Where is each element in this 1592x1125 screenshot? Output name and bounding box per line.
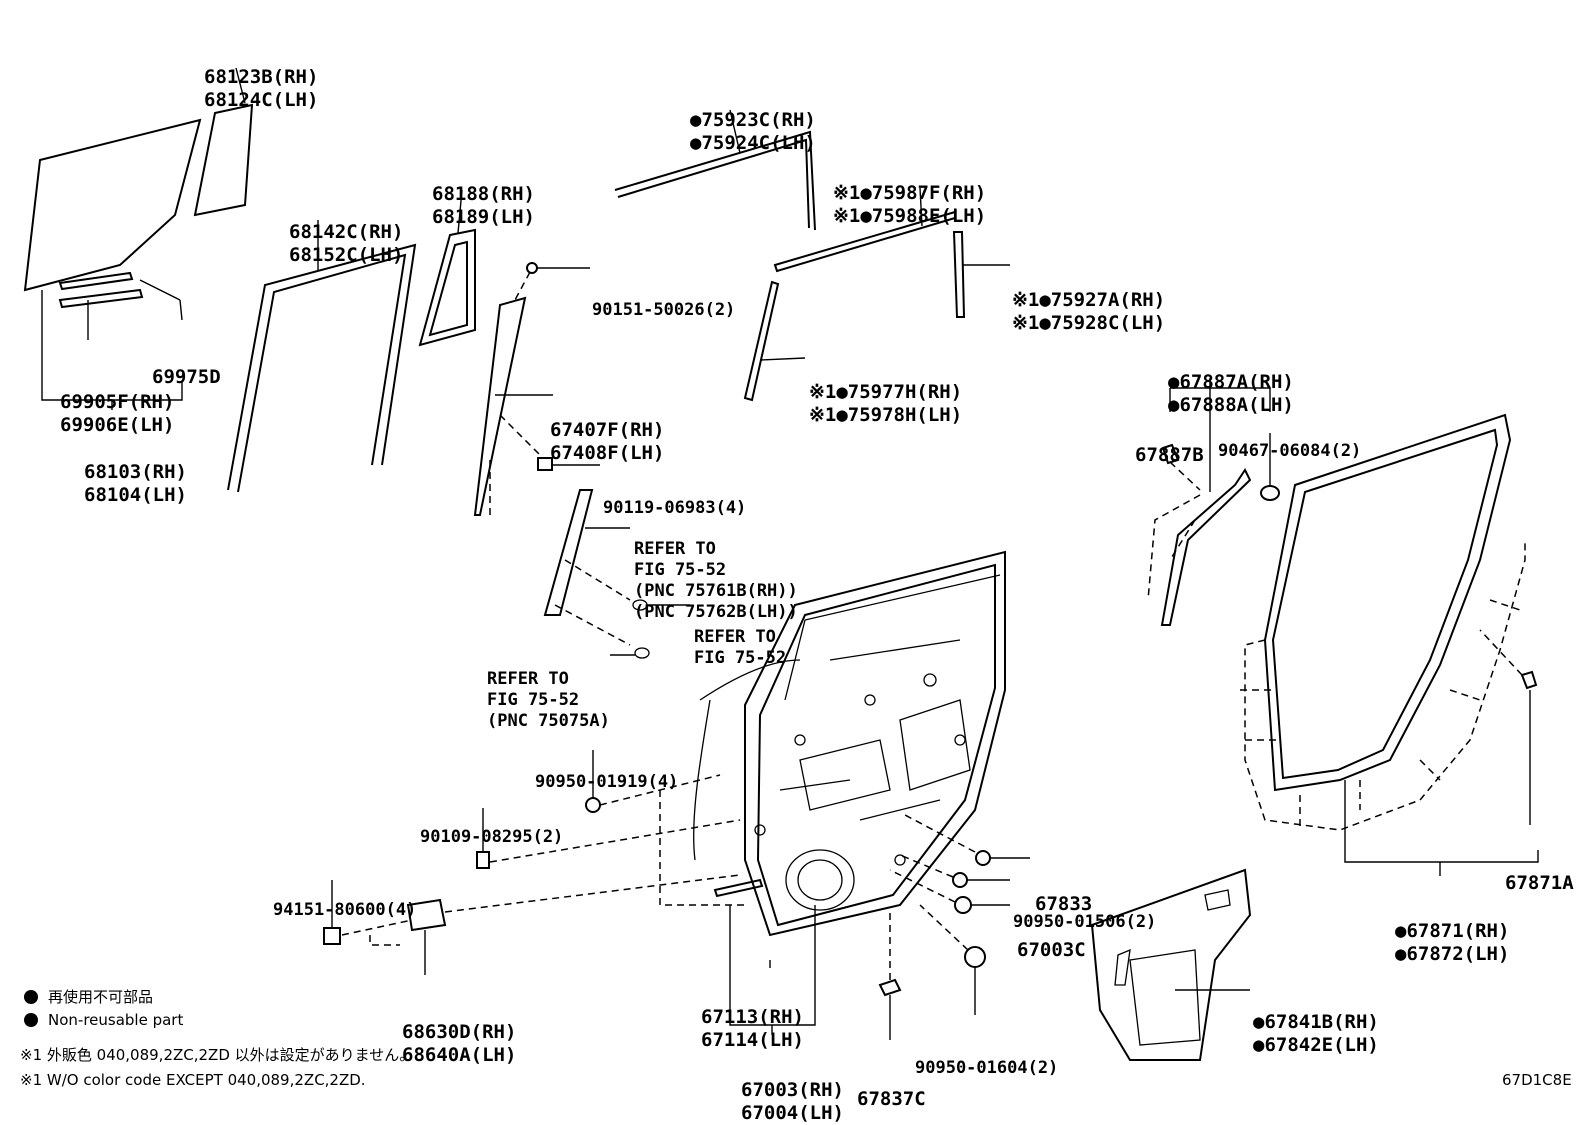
legend-non-reusable-en: Non-reusable part — [48, 1011, 184, 1029]
bolt-90109 — [476, 851, 490, 869]
label-75923: ●75923C(RH)●75924C(LH) — [690, 109, 816, 154]
weatherstrip-67113 — [713, 878, 764, 898]
label-67871a: 67871A — [1505, 872, 1574, 894]
label-90950-01604: 90950-01604(2) — [915, 1058, 1059, 1078]
grommet-67833 — [975, 850, 991, 866]
label-90151: 90151-50026(2) — [592, 300, 736, 320]
legend-bullet-en — [24, 1013, 38, 1027]
moulding-75927a — [952, 231, 966, 318]
label-68630: 68630D(RH)68640A(LH) — [402, 1021, 517, 1066]
trim-67887a — [1160, 468, 1252, 626]
service-hole-cover-67841 — [1090, 868, 1252, 1061]
label-67407: 67407F(RH)67408F(LH) — [550, 419, 665, 464]
label-68123: 68123B(RH)68124C(LH) — [204, 66, 319, 111]
parts-drawing — [23, 67, 1539, 1061]
legend-bullet-jp — [24, 990, 38, 1004]
clip-90467 — [1260, 485, 1280, 501]
plug-67837c — [878, 978, 902, 997]
channel-67407f — [473, 296, 527, 516]
label-90467: 90467-06084(2) — [1218, 441, 1362, 461]
diagram-code: 67D1C8E — [1502, 1071, 1572, 1089]
label-68103: 68103(RH)68104(LH) — [84, 461, 187, 506]
frame-68188 — [418, 228, 476, 347]
label-69975: 69975D — [152, 366, 221, 388]
moulding-75977h — [743, 280, 780, 402]
plug-67003c — [954, 896, 972, 914]
footnote-jp: ※1 外販色 040,089,2ZC,2ZD 以外は設定がありません。 — [20, 1046, 415, 1064]
footnote-en: ※1 W/O color code EXCEPT 040,089,2ZC,2ZD… — [20, 1071, 366, 1089]
clip-90950-01919 — [585, 797, 601, 813]
parts-diagram: 68123B(RH)68124C(LH) 68142C(RH)68152C(LH… — [20, 66, 1574, 1124]
label-68142: 68142C(RH)68152C(LH) — [289, 221, 404, 266]
clip-75075a — [634, 647, 650, 659]
label-90950-01919: 90950-01919(4) — [535, 772, 679, 792]
clip-67887b — [1161, 443, 1180, 465]
clip-67871a — [1520, 670, 1538, 690]
label-75977: ※1●75977H(RH)※1●75978H(LH) — [809, 381, 963, 426]
label-69905: 69905F(RH)69906E(LH) — [60, 391, 175, 436]
weatherstrip-69905f — [58, 271, 134, 291]
label-90109: 90109-08295(2) — [420, 827, 564, 847]
quarter-glass-68123b — [193, 103, 254, 217]
screw-90151 — [526, 262, 538, 274]
hinge-68630d — [406, 898, 447, 932]
label-90119: 90119-06983(4) — [603, 498, 747, 518]
run-channel-68142c — [227, 243, 417, 493]
label-67833: 67833 — [1035, 893, 1093, 915]
label-67003c: 67003C — [1017, 939, 1086, 961]
label-67841: ●67841B(RH)●67842E(LH) — [1253, 1011, 1379, 1056]
label-94151: 94151-80600(4) — [273, 900, 417, 920]
label-67113: 67113(RH)67114(LH) — [701, 1006, 804, 1051]
label-67003: 67003(RH)67004(LH) — [741, 1079, 844, 1124]
bolt-94151 — [323, 927, 341, 945]
label-90950-01506: 90950-01506(2) — [1013, 912, 1157, 932]
label-67887a: ●67887A(RH)●67888A(LH) — [1168, 371, 1294, 416]
label-75987: ※1●75987F(RH)※1●75988E(LH) — [833, 182, 987, 227]
speaker-hole — [785, 849, 855, 911]
clip-90950-01506 — [952, 872, 968, 888]
moulding-75923c — [614, 130, 816, 231]
moulding-75987f — [773, 210, 956, 273]
weatherstrip-67871 — [1263, 413, 1512, 792]
label-67887b: 67887B — [1135, 444, 1204, 466]
weatherstrip-69975d — [58, 288, 144, 309]
moulding-75761b — [543, 489, 594, 616]
bolt-90119 — [537, 457, 553, 471]
legend-non-reusable-jp: 再使用不可部品 — [48, 988, 154, 1006]
door-glass-68103 — [23, 118, 202, 292]
label-68188: 68188(RH)68189(LH) — [432, 183, 535, 228]
door-panel-67003 — [744, 550, 1006, 937]
label-67871: ●67871(RH)●67872(LH) — [1395, 920, 1510, 965]
label-75927: ※1●75927A(RH)※1●75928C(LH) — [1012, 289, 1166, 334]
